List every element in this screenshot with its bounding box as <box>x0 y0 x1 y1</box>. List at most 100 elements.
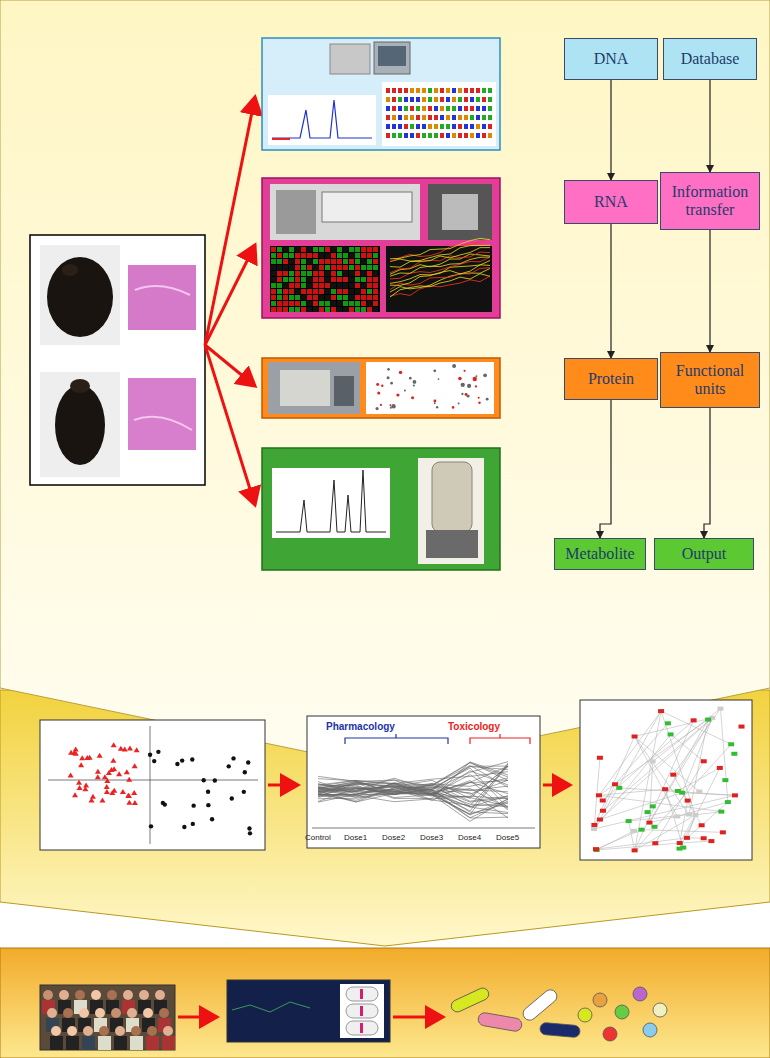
microarray-panel <box>355 259 360 264</box>
proteomics-panel <box>458 377 462 381</box>
sequencing-panel <box>458 124 462 129</box>
microarray-panel <box>361 283 366 288</box>
node-label: DNA <box>591 48 632 70</box>
microarray-panel <box>319 265 324 270</box>
microarray-panel <box>373 301 378 306</box>
sequencing-panel <box>452 106 456 111</box>
proteomics-panel <box>399 371 402 374</box>
microarray-panel <box>428 184 492 240</box>
microarray-panel <box>349 307 354 312</box>
proteomics-panel <box>409 377 412 380</box>
application-images <box>130 1036 143 1050</box>
multivariate-analysis-images <box>132 800 138 805</box>
microarray-panel <box>390 265 490 286</box>
sequencing-panel <box>422 97 426 102</box>
multivariate-analysis-images <box>206 790 210 794</box>
application-images <box>178 1016 217 1019</box>
multivariate-analysis-images <box>639 828 645 832</box>
proteomics-panel <box>413 384 415 386</box>
application-images <box>59 990 69 1000</box>
microarray-panel <box>343 271 348 276</box>
microarray-panel <box>367 301 372 306</box>
sequencing-panel <box>398 106 402 111</box>
application-images <box>163 1026 173 1036</box>
sequencing-panel <box>488 124 492 129</box>
microarray-panel <box>325 247 330 252</box>
sequencing-panel <box>386 97 390 102</box>
chart-annotation: Toxicology <box>448 721 500 732</box>
multivariate-analysis-images <box>190 757 194 761</box>
microarray-panel <box>301 265 306 270</box>
proteomics-panel <box>473 377 477 381</box>
proteomics-panel <box>478 401 480 403</box>
sequencing-panel <box>398 88 402 93</box>
microarray-panel <box>289 271 294 276</box>
microarray-panel <box>313 271 318 276</box>
multivariate-analysis-images <box>182 825 186 829</box>
microarray-panel <box>367 277 372 282</box>
application-images <box>67 1026 77 1036</box>
multivariate-analysis-images <box>645 810 651 814</box>
proteomics-panel <box>438 378 440 380</box>
sequencing-panel <box>470 88 474 93</box>
microarray-panel <box>319 301 324 306</box>
multivariate-analysis-images <box>191 803 195 807</box>
microarray-panel <box>283 247 288 252</box>
multivariate-analysis-images <box>124 769 130 774</box>
sequencing-panel <box>272 100 372 138</box>
sequencing-panel <box>488 115 492 120</box>
sequencing-panel <box>386 124 390 129</box>
multivariate-analysis-images <box>597 831 634 850</box>
sequencing-panel <box>482 106 486 111</box>
multivariate-analysis-images <box>732 793 738 797</box>
application-images <box>40 980 667 1050</box>
sequencing-panel <box>440 106 444 111</box>
sequencing-panel <box>416 88 420 93</box>
application-images <box>111 1008 121 1018</box>
proteomics-panel <box>387 368 390 371</box>
multivariate-analysis-images <box>149 824 153 828</box>
sequencing-panel <box>470 133 474 138</box>
microarray-panel <box>325 289 330 294</box>
multivariate-analysis-images <box>318 766 508 799</box>
multivariate-analysis-images <box>678 768 720 791</box>
application-images <box>82 1036 95 1050</box>
multivariate-analysis-images <box>248 831 252 835</box>
multivariate-analysis-images <box>318 788 508 822</box>
sequencing-panel <box>488 106 492 111</box>
microarray-panel <box>390 245 490 261</box>
application-images <box>521 987 560 1023</box>
multivariate-analysis-images <box>632 734 638 738</box>
microarray-panel <box>373 247 378 252</box>
sequencing-panel <box>482 88 486 93</box>
metabolomics-panel <box>432 462 472 532</box>
proteomics-panel <box>280 370 330 406</box>
microarray-panel <box>289 295 294 300</box>
proteomics-panel <box>452 406 455 409</box>
microarray-panel <box>319 259 324 264</box>
application-images <box>123 990 133 1000</box>
multivariate-analysis-images <box>670 773 676 777</box>
sequencing-panel <box>422 115 426 120</box>
microarray-panel <box>373 259 378 264</box>
microarray-panel <box>325 253 330 258</box>
microarray-panel <box>373 271 378 276</box>
microarray-panel <box>331 301 336 306</box>
multivariate-analysis-images <box>231 756 235 760</box>
multivariate-analysis-images <box>73 751 79 756</box>
multivariate-analysis-images <box>615 723 668 784</box>
microarray-panel <box>271 277 276 282</box>
microarray-panel <box>270 246 380 312</box>
application-images <box>393 1016 443 1019</box>
multivariate-analysis-images <box>90 794 96 799</box>
microarray-panel <box>313 265 318 270</box>
multivariate-analysis-images <box>596 838 687 849</box>
microarray-panel <box>373 307 378 312</box>
application-images <box>107 990 117 1000</box>
multivariate-analysis-images <box>680 815 696 843</box>
multivariate-analysis-images <box>543 784 570 787</box>
mouse-samples-image <box>55 385 105 465</box>
microarray-panel <box>289 253 294 258</box>
proteomics-panel <box>436 406 438 408</box>
multivariate-analysis-images <box>191 822 195 826</box>
